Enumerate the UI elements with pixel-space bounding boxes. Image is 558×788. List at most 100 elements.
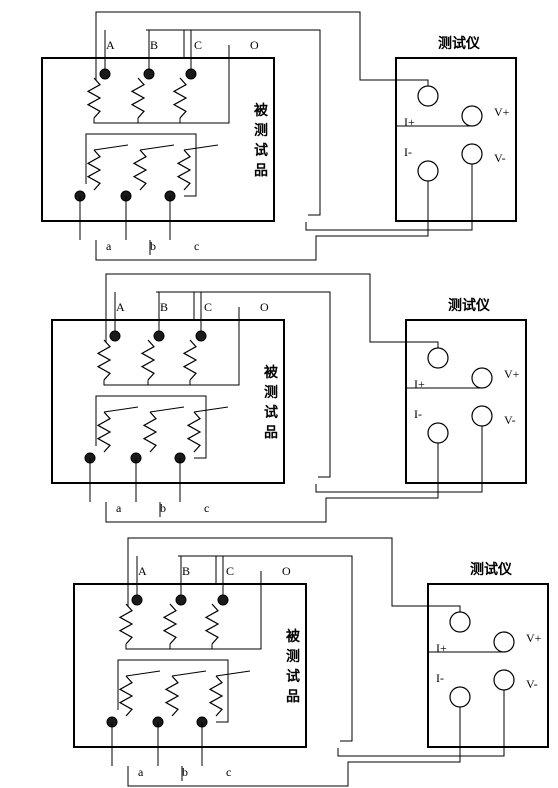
wire-i-minus-return [105,443,439,523]
label-v-plus: V+ [526,631,542,645]
wire-bc-bus [156,291,331,478]
low-side-coil [96,411,112,453]
delta-loop [85,133,197,197]
delta-link [193,406,229,413]
tester-box [395,57,517,222]
terminal-label-low-a: a [106,239,112,253]
high-terminal-dot [175,594,187,606]
device-under-test-label: 被 [254,102,269,119]
label-i-plus: I+ [404,115,415,129]
wire-v-minus-return [315,426,483,493]
label-v-plus: V+ [494,105,510,119]
jack-i-minus [417,160,439,182]
delta-link [125,670,161,677]
device-under-test-label: 品 [286,689,300,705]
tester-title: 测试仪 [448,297,491,314]
delta-link [139,144,175,151]
high-terminal-dot [109,330,121,342]
terminal-label-low-a: a [138,765,144,779]
label-i-plus: I+ [436,641,447,655]
terminal-label-c: C [226,564,234,578]
wire-i-minus-return [95,181,429,261]
terminal-label-o: O [250,38,259,52]
high-side-coil [162,603,178,645]
jack-v-minus [493,669,515,691]
jack-i-plus [449,611,471,633]
jack-i-plus [427,347,449,369]
jack-v-minus [461,143,483,165]
jack-i-minus [449,686,471,708]
label-v-plus: V+ [504,367,520,381]
device-under-test-box [51,319,285,484]
jack-i-minus [427,422,449,444]
terminal-label-low-c: c [226,765,231,779]
high-side-coil [96,339,112,381]
high-side-coil [182,339,198,381]
terminal-label-a: A [138,564,147,578]
terminal-label-b: B [182,564,190,578]
tester-box [427,583,549,748]
low-side-coil [208,675,224,717]
terminal-label-a: A [106,38,115,52]
high-terminal-dot [217,594,229,606]
device-under-test-label: 测 [264,384,278,401]
jack-v-plus [461,105,483,127]
terminal-label-o: O [282,564,291,578]
terminal-label-low-c: c [204,501,209,515]
device-under-test-label: 试 [264,404,278,421]
high-terminal-dot [195,330,207,342]
high-terminal-dot [143,68,155,80]
delta-link [171,670,207,677]
terminal-label-c: C [204,300,212,314]
device-under-test-label: 测 [286,648,300,665]
tester-box [405,319,527,484]
device-under-test-box [41,57,275,222]
wire-bc-bus [146,29,321,216]
terminal-label-low-b: b [160,501,166,515]
device-under-test-label: 品 [264,425,278,441]
label-v-minus: V- [494,151,506,165]
tester-title: 测试仪 [438,35,481,52]
neutral-bus [93,45,230,124]
tester-title: 测试仪 [470,561,513,578]
jack-v-minus [471,405,493,427]
delta-link [103,406,139,413]
terminal-label-c: C [194,38,202,52]
label-i-plus: I+ [414,377,425,391]
wire-v-minus-return [305,164,473,231]
terminal-label-o: O [260,300,269,314]
low-side-coil [164,675,180,717]
high-side-coil [140,339,156,381]
low-side-coil [142,411,158,453]
low-side-coil [176,149,192,191]
device-under-test-label: 试 [286,668,300,685]
wire-a-to-i-plus [105,273,439,348]
jack-i-plus [417,85,439,107]
delta-link [93,144,129,151]
low-side-coil [86,149,102,191]
delta-loop [95,395,207,459]
wire-i-minus-return [127,707,461,787]
wire-a-to-i-plus [95,11,429,86]
jack-v-plus [471,367,493,389]
wire-v-minus-return [337,690,505,757]
terminal-label-low-b: b [182,765,188,779]
terminal-label-b: B [160,300,168,314]
high-terminal-dot [131,594,143,606]
device-under-test-label: 被 [286,628,301,645]
low-side-coil [132,149,148,191]
terminal-label-b: B [150,38,158,52]
terminal-label-a: A [116,300,125,314]
label-v-minus: V- [526,677,538,691]
label-i-minus: I- [436,671,444,685]
low-side-coil [186,411,202,453]
label-i-minus: I- [414,407,422,421]
device-under-test-label: 品 [254,163,268,179]
device-under-test-label: 测 [254,122,268,139]
high-side-coil [118,603,134,645]
wire-bc-bus [178,555,353,742]
high-side-coil [130,77,146,119]
